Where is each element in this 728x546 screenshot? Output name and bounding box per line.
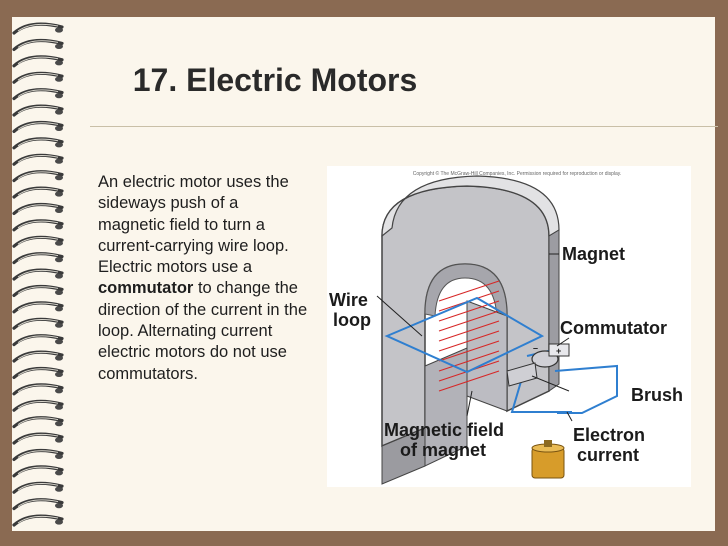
spiral-ring — [12, 137, 64, 150]
wire-label-line2: loop — [333, 310, 371, 330]
spiral-ring — [12, 71, 64, 84]
spiral-ring — [12, 498, 64, 511]
body-text-part1: An electric motor uses the sideways push… — [98, 173, 289, 277]
copyright-text: Copyright © The McGraw-Hill Companies, I… — [413, 170, 622, 177]
commutator: + – — [531, 343, 570, 368]
spiral-ring — [12, 55, 64, 68]
spiral-ring — [12, 301, 64, 314]
spiral-ring — [12, 448, 64, 461]
title-divider — [90, 126, 718, 127]
spiral-ring — [12, 481, 64, 494]
spiral-ring — [12, 268, 64, 281]
leader-lines — [376, 253, 573, 422]
spiral-ring — [12, 317, 64, 330]
spiral-ring — [12, 514, 64, 527]
field-label-line1: Magnetic field — [384, 420, 504, 440]
spiral-ring — [12, 284, 64, 297]
spiral-ring — [12, 120, 64, 133]
motor-diagram-svg: Copyright © The McGraw-Hill Companies, I… — [329, 170, 683, 485]
body-text-keyword: commutator — [98, 279, 194, 298]
spiral-ring — [12, 153, 64, 166]
slide-title: 17. Electric Motors — [132, 62, 418, 98]
battery — [531, 440, 565, 479]
spiral-ring — [12, 38, 64, 51]
spiral-ring — [12, 170, 64, 183]
spiral-ring — [12, 219, 64, 232]
spiral-ring — [12, 88, 64, 101]
spiral-ring — [12, 235, 64, 248]
spiral-ring — [12, 334, 64, 347]
spiral-ring — [12, 383, 64, 396]
spiral-ring — [12, 252, 64, 265]
electron-label-line1: Electron — [573, 425, 645, 445]
brush-label: Brush — [631, 385, 683, 405]
spiral-binding — [12, 22, 64, 527]
spiral-ring — [12, 432, 64, 445]
body-text: An electric motor uses the sideways push… — [98, 172, 308, 385]
spiral-ring — [12, 104, 64, 117]
motor-diagram: Copyright © The McGraw-Hill Companies, I… — [327, 166, 691, 487]
commutator-label: Commutator — [560, 318, 667, 338]
spiral-ring — [12, 416, 64, 429]
wire-label-line1: Wire — [329, 290, 368, 310]
spiral-ring — [12, 366, 64, 379]
electron-label-line2: current — [577, 445, 639, 465]
spiral-ring — [12, 399, 64, 412]
plus-sign: + — [556, 346, 561, 356]
magnet-label: Magnet — [562, 244, 625, 264]
spiral-ring — [12, 465, 64, 478]
body-text-part2: to change the direction of the current i… — [98, 279, 308, 383]
spiral-ring — [12, 202, 64, 215]
spiral-ring — [12, 350, 64, 363]
field-label-line2: of magnet — [400, 440, 486, 460]
minus-sign: – — [533, 343, 538, 353]
spiral-ring — [12, 22, 64, 35]
spiral-ring — [12, 186, 64, 199]
